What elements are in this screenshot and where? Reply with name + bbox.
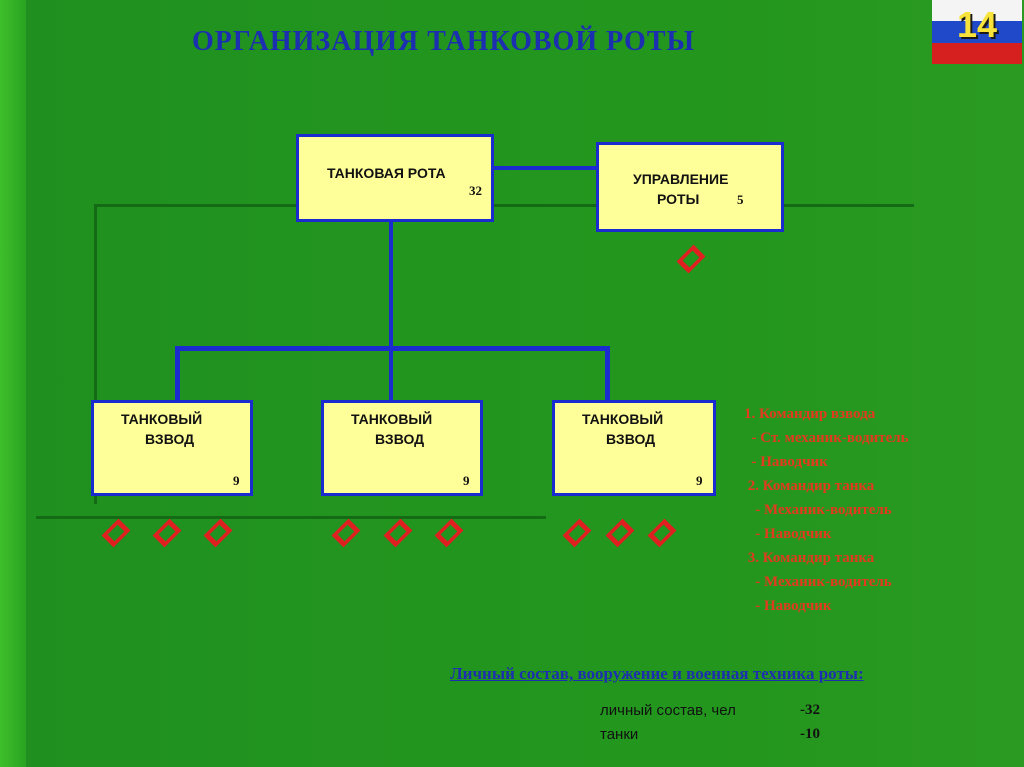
connector-company-trunk xyxy=(389,220,393,350)
tank-marker xyxy=(383,518,413,548)
position-item: - Механик-водитель xyxy=(744,502,892,518)
platoon-2-label-line2: ВЗВОД xyxy=(375,431,425,447)
connector-platoon-2 xyxy=(389,346,393,402)
position-item: - Наводчик xyxy=(744,526,832,542)
position-item: 3. Командир танка xyxy=(744,550,875,566)
background-frame-top xyxy=(94,204,914,207)
platoon-1-label-line2: ВЗВОД xyxy=(145,431,195,447)
crew-positions-list: 1. Командир взвода - Ст. механик-водител… xyxy=(744,402,909,618)
company-count: 32 xyxy=(469,183,482,198)
tank-marker xyxy=(101,518,131,548)
tank-marker xyxy=(647,518,677,548)
summary-table: личный состав, чел -32 танки -10 xyxy=(600,702,820,750)
position-item: - Ст. механик-водитель xyxy=(744,430,909,446)
slide-number: 14 xyxy=(956,4,998,45)
platoon-2-count: 9 xyxy=(463,473,470,488)
background-frame-mid xyxy=(36,516,546,519)
position-item: 2. Командир танка xyxy=(744,478,875,494)
tank-marker xyxy=(331,518,361,548)
platoon-3-count: 9 xyxy=(696,473,703,488)
platoon-2-label-line1: ТАНКОВЫЙ xyxy=(351,411,433,427)
tank-marker xyxy=(152,518,182,548)
company-label: ТАНКОВАЯ РОТА xyxy=(327,165,446,181)
company-box: ТАНКОВАЯ РОТА 32 xyxy=(296,134,494,222)
position-item: 1. Командир взвода xyxy=(744,406,876,422)
summary-row: личный состав, чел -32 xyxy=(600,702,820,726)
tank-marker xyxy=(203,518,233,548)
platoon-box-2: ТАНКОВЫЙ ВЗВОД 9 xyxy=(321,400,483,496)
management-label-line2: РОТЫ xyxy=(657,191,700,207)
tank-marker xyxy=(434,518,464,548)
platoon-box-1: ТАНКОВЫЙ ВЗВОД 9 xyxy=(91,400,253,496)
summary-value: -32 xyxy=(800,702,820,718)
connector-platoon-1 xyxy=(175,346,180,402)
management-count: 5 xyxy=(737,192,744,207)
platoon-1-label-line1: ТАНКОВЫЙ xyxy=(121,411,203,427)
russian-flag-badge: 14 xyxy=(932,0,1022,64)
management-box: УПРАВЛЕНИЕ РОТЫ 5 xyxy=(596,142,784,232)
connector-horizontal-bus xyxy=(176,346,610,351)
management-label-line1: УПРАВЛЕНИЕ xyxy=(633,171,729,187)
platoon-3-label-line1: ТАНКОВЫЙ xyxy=(582,411,664,427)
platoon-box-3: ТАНКОВЫЙ ВЗВОД 9 xyxy=(552,400,716,496)
summary-value: -10 xyxy=(800,726,820,742)
platoon-3-label-line2: ВЗВОД xyxy=(606,431,656,447)
position-item: - Механик-водитель xyxy=(744,574,892,590)
position-item: - Наводчик xyxy=(744,454,828,470)
platoon-1-count: 9 xyxy=(233,473,240,488)
summary-label: танки xyxy=(600,726,639,743)
tank-marker xyxy=(562,518,592,548)
summary-title: Личный состав, вооружение и военная техн… xyxy=(450,664,864,683)
tank-marker xyxy=(605,518,635,548)
summary-label: личный состав, чел xyxy=(600,702,736,719)
position-item: - Наводчик xyxy=(744,598,832,614)
management-unit-marker xyxy=(676,244,706,274)
connector-platoon-3 xyxy=(605,346,610,402)
left-accent-stripe xyxy=(0,0,26,767)
background-frame-left xyxy=(94,204,97,504)
slide-title: ОРГАНИЗАЦИЯ ТАНКОВОЙ РОТЫ xyxy=(192,26,695,57)
summary-row: танки -10 xyxy=(600,726,820,750)
connector-company-management xyxy=(492,166,598,170)
